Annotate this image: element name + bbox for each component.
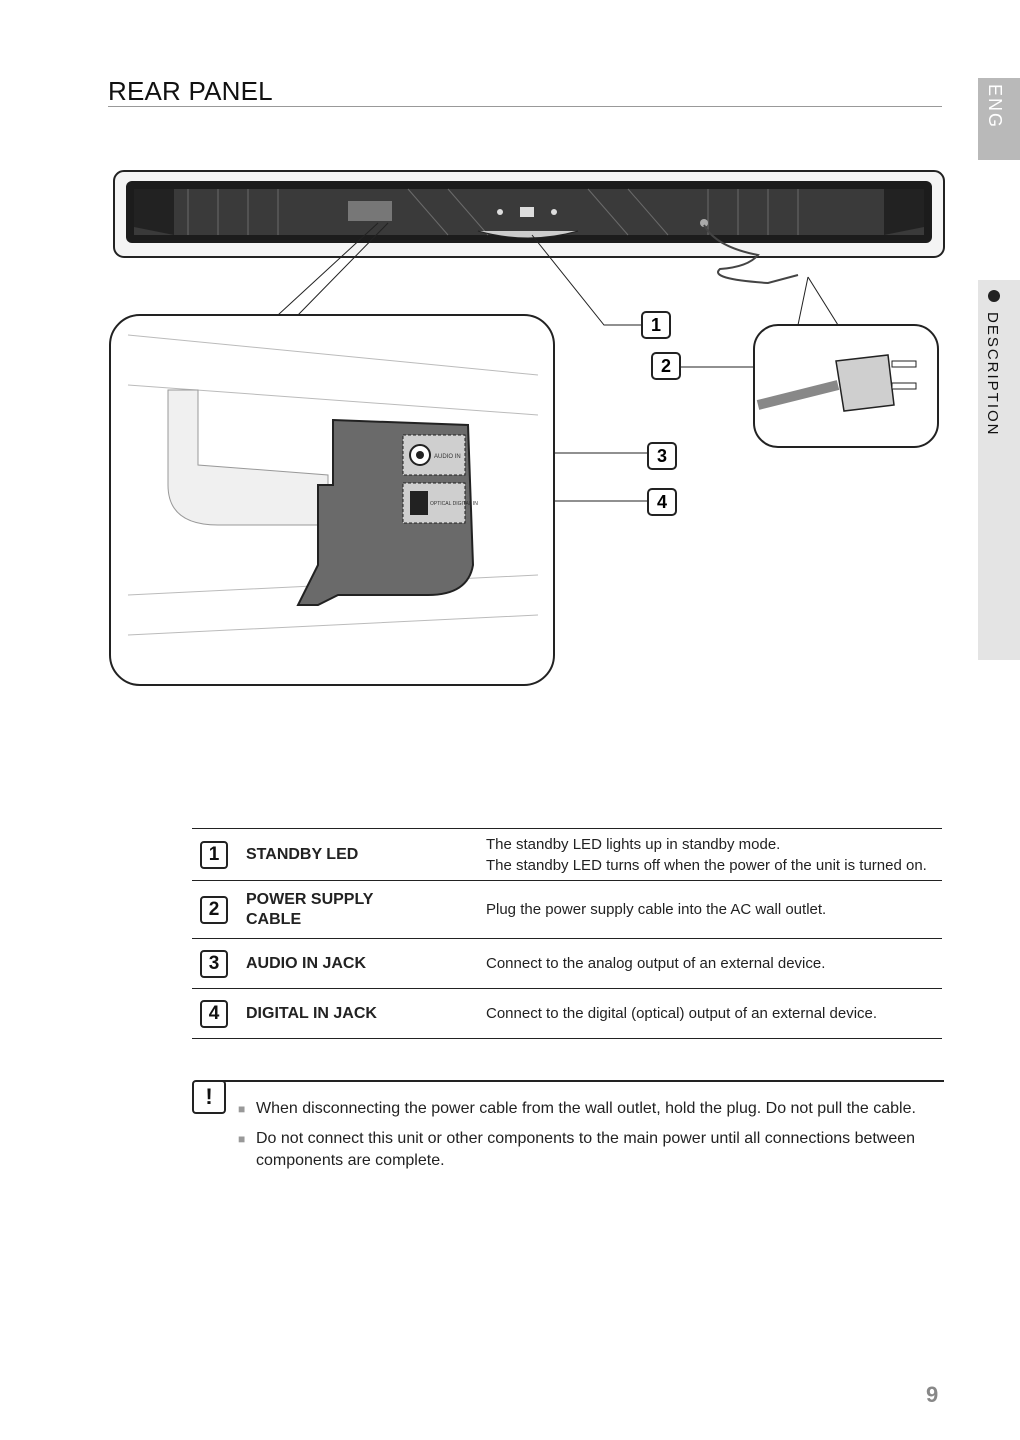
component-table: 1 STANDBY LED The standby LED lights up … (192, 828, 942, 1039)
callout-1: 1 (641, 311, 671, 339)
item-number-badge: 4 (200, 999, 228, 1028)
audio-port-label: AUDIO IN (434, 454, 461, 460)
callout-2: 2 (651, 352, 681, 380)
page-title: REAR PANEL (108, 76, 273, 106)
callout-4: 4 (647, 488, 677, 516)
item-description: Plug the power supply cable into the AC … (486, 881, 942, 939)
callout-badges: 1 2 3 4 (641, 311, 681, 516)
plug-detail-zoom (753, 324, 939, 448)
rear-panel-illustration: AUDIO IN OPTICAL DIGITAL IN 1 2 3 4 (109, 170, 945, 686)
section-tab: DESCRIPTION (978, 280, 1020, 660)
note-icon: ! (192, 1080, 226, 1114)
soundbar-rear-view (113, 170, 945, 258)
item-name: DIGITAL IN JACK (246, 1004, 377, 1022)
note-text: When disconnecting the power cable from … (256, 1100, 916, 1117)
language-tab: ENG (978, 78, 1020, 160)
item-description: The standby LED lights up in standby mod… (486, 829, 942, 881)
note-item: ■ Do not connect this unit or other comp… (238, 1128, 938, 1172)
callout-4-label: 4 (657, 492, 667, 512)
item-name: POWER SUPPLY CABLE (246, 890, 374, 928)
item-description: Connect to the digital (optical) output … (486, 989, 942, 1039)
table-row: 1 STANDBY LED The standby LED lights up … (192, 828, 942, 881)
section-tab-label: DESCRIPTION (984, 312, 1001, 437)
page-number: 9 (926, 1382, 939, 1407)
language-tab-label: ENG (985, 84, 1005, 130)
note-list: ■ When disconnecting the power cable fro… (238, 1098, 938, 1180)
note-text: Do not connect this unit or other compon… (256, 1130, 916, 1169)
item-name: AUDIO IN JACK (246, 954, 367, 972)
optical-port-label: OPTICAL DIGITAL IN (430, 501, 478, 507)
title-divider (108, 106, 942, 107)
item-name: STANDBY LED (246, 845, 359, 863)
note-item: ■ When disconnecting the power cable fro… (238, 1098, 938, 1120)
description-line: Plug the power supply cable into the AC … (486, 901, 827, 918)
callout-3: 3 (647, 442, 677, 470)
description-line: Connect to the digital (optical) output … (486, 1005, 878, 1022)
callout-1-label: 1 (651, 315, 661, 335)
section-bullet-icon (988, 290, 1000, 302)
bullet-icon: ■ (238, 1132, 246, 1146)
item-number-badge: 2 (200, 895, 228, 924)
description-line: The standby LED turns off when the power… (486, 856, 927, 874)
item-description: Connect to the analog output of an exter… (486, 939, 942, 989)
item-number-badge: 3 (200, 949, 228, 978)
note-divider (222, 1080, 944, 1082)
power-cord (703, 224, 799, 285)
description-line: The standby LED lights up in standby mod… (486, 835, 781, 853)
callout-3-label: 3 (657, 446, 667, 466)
description-line: Connect to the analog output of an exter… (486, 955, 826, 972)
bullet-icon: ■ (238, 1102, 246, 1116)
jack-detail-zoom: AUDIO IN OPTICAL DIGITAL IN (109, 314, 555, 686)
callout-2-label: 2 (661, 356, 671, 376)
table-row: 2 POWER SUPPLY CABLE Plug the power supp… (192, 880, 942, 939)
table-row: 4 DIGITAL IN JACK Connect to the digital… (192, 988, 942, 1039)
item-number-badge: 1 (200, 840, 228, 869)
table-row: 3 AUDIO IN JACK Connect to the analog ou… (192, 938, 942, 989)
